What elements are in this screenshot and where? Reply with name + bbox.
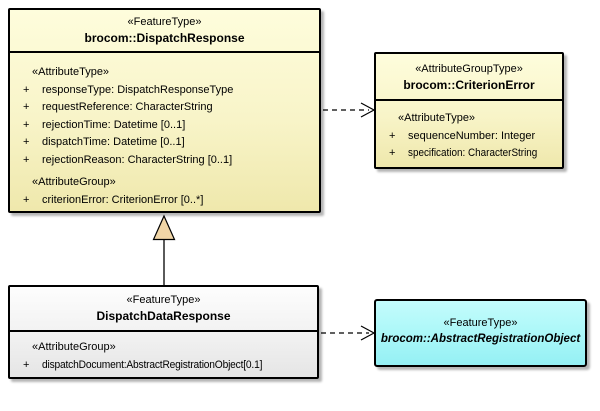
open-arrowhead-icon	[360, 102, 376, 118]
compartment-stereotype: «AttributeGroup»	[32, 341, 116, 353]
class-name: brocom::CriterionError	[403, 78, 535, 92]
attribute-row[interactable]: + sequenceNumber: Integer	[384, 128, 558, 146]
class-name: brocom::DispatchResponse	[84, 31, 245, 45]
class-box-dispatch-response[interactable]: «FeatureType» brocom::DispatchResponse «…	[8, 8, 321, 213]
attribute-text: rejectionReason: CharacterString [0..1]	[42, 153, 233, 166]
visibility-sign: +	[23, 153, 30, 166]
attribute-row[interactable]: + rejectionReason: CharacterString [0..1…	[18, 152, 315, 170]
attribute-text: dispatchTime: Datetime [0..1]	[42, 136, 185, 148]
compartment-stereotype: «AttributeGroup»	[32, 176, 116, 188]
attributes-compartment: «AttributeType» + responseType: Dispatch…	[10, 53, 319, 213]
stereotype-label: «FeatureType»	[127, 16, 202, 28]
visibility-sign: +	[23, 83, 30, 96]
attribute-text: sequenceNumber: Integer	[408, 129, 536, 142]
open-arrowhead-icon	[360, 325, 376, 341]
triangle-arrowhead-icon	[152, 214, 176, 241]
attribute-text: responseType: DispatchResponseType	[42, 83, 234, 96]
attribute-row[interactable]: + requestReference: CharacterString	[18, 99, 315, 117]
attribute-text: requestReference: CharacterString	[42, 101, 213, 113]
attribute-text: dispatchDocument:AbstractRegistrationObj…	[42, 358, 263, 371]
class-box-criterion-error[interactable]: «AttributeGroupType» brocom::CriterionEr…	[374, 52, 564, 169]
class-name: brocom::AbstractRegistrationObject	[380, 333, 581, 345]
stereotype-label: «AttributeGroupType»	[415, 63, 523, 75]
attribute-row[interactable]: + dispatchDocument:AbstractRegistrationO…	[18, 357, 313, 375]
stereotype-label: «FeatureType»	[443, 317, 518, 329]
compartment-stereotype: «AttributeType»	[32, 66, 110, 78]
visibility-sign: +	[389, 147, 396, 159]
class-box-abstract-registration-object[interactable]: «FeatureType» brocom::AbstractRegistrati…	[374, 299, 587, 367]
attribute-row[interactable]: + responseType: DispatchResponseType	[18, 82, 315, 100]
attributes-compartment: «AttributeType» + sequenceNumber: Intege…	[376, 101, 562, 167]
class-header: «FeatureType» brocom::DispatchResponse	[10, 10, 319, 53]
attribute-text: rejectionTime: Datetime [0..1]	[42, 118, 186, 131]
visibility-sign: +	[23, 193, 30, 206]
attribute-text: specification: CharacterString	[408, 147, 538, 159]
visibility-sign: +	[389, 129, 396, 142]
class-header: «AttributeGroupType» brocom::CriterionEr…	[376, 54, 562, 101]
compartment-stereotype: «AttributeType»	[398, 112, 476, 124]
attribute-row[interactable]: + dispatchTime: Datetime [0..1]	[18, 134, 315, 152]
visibility-sign: +	[23, 101, 30, 113]
stereotype-label: «FeatureType»	[126, 294, 201, 306]
dependency-connector-to-abstract-registration-object[interactable]	[321, 325, 376, 341]
visibility-sign: +	[23, 118, 30, 131]
attributes-compartment: «AttributeGroup» + dispatchDocument:Abst…	[10, 332, 317, 378]
class-header: «FeatureType» DispatchDataResponse	[10, 287, 317, 332]
attribute-row[interactable]: + criterionError: CriterionError [0..*]	[18, 192, 315, 210]
class-name: DispatchDataResponse	[96, 309, 231, 323]
visibility-sign: +	[23, 358, 30, 371]
class-box-dispatch-data-response[interactable]: «FeatureType» DispatchDataResponse «Attr…	[8, 285, 319, 379]
generalization-connector[interactable]	[152, 214, 176, 285]
dependency-connector-to-criterion-error[interactable]	[323, 102, 376, 118]
attribute-row[interactable]: + specification: CharacterString	[384, 145, 558, 163]
attribute-text: criterionError: CriterionError [0..*]	[42, 193, 204, 206]
attribute-row[interactable]: + rejectionTime: Datetime [0..1]	[18, 117, 315, 135]
visibility-sign: +	[23, 136, 30, 148]
